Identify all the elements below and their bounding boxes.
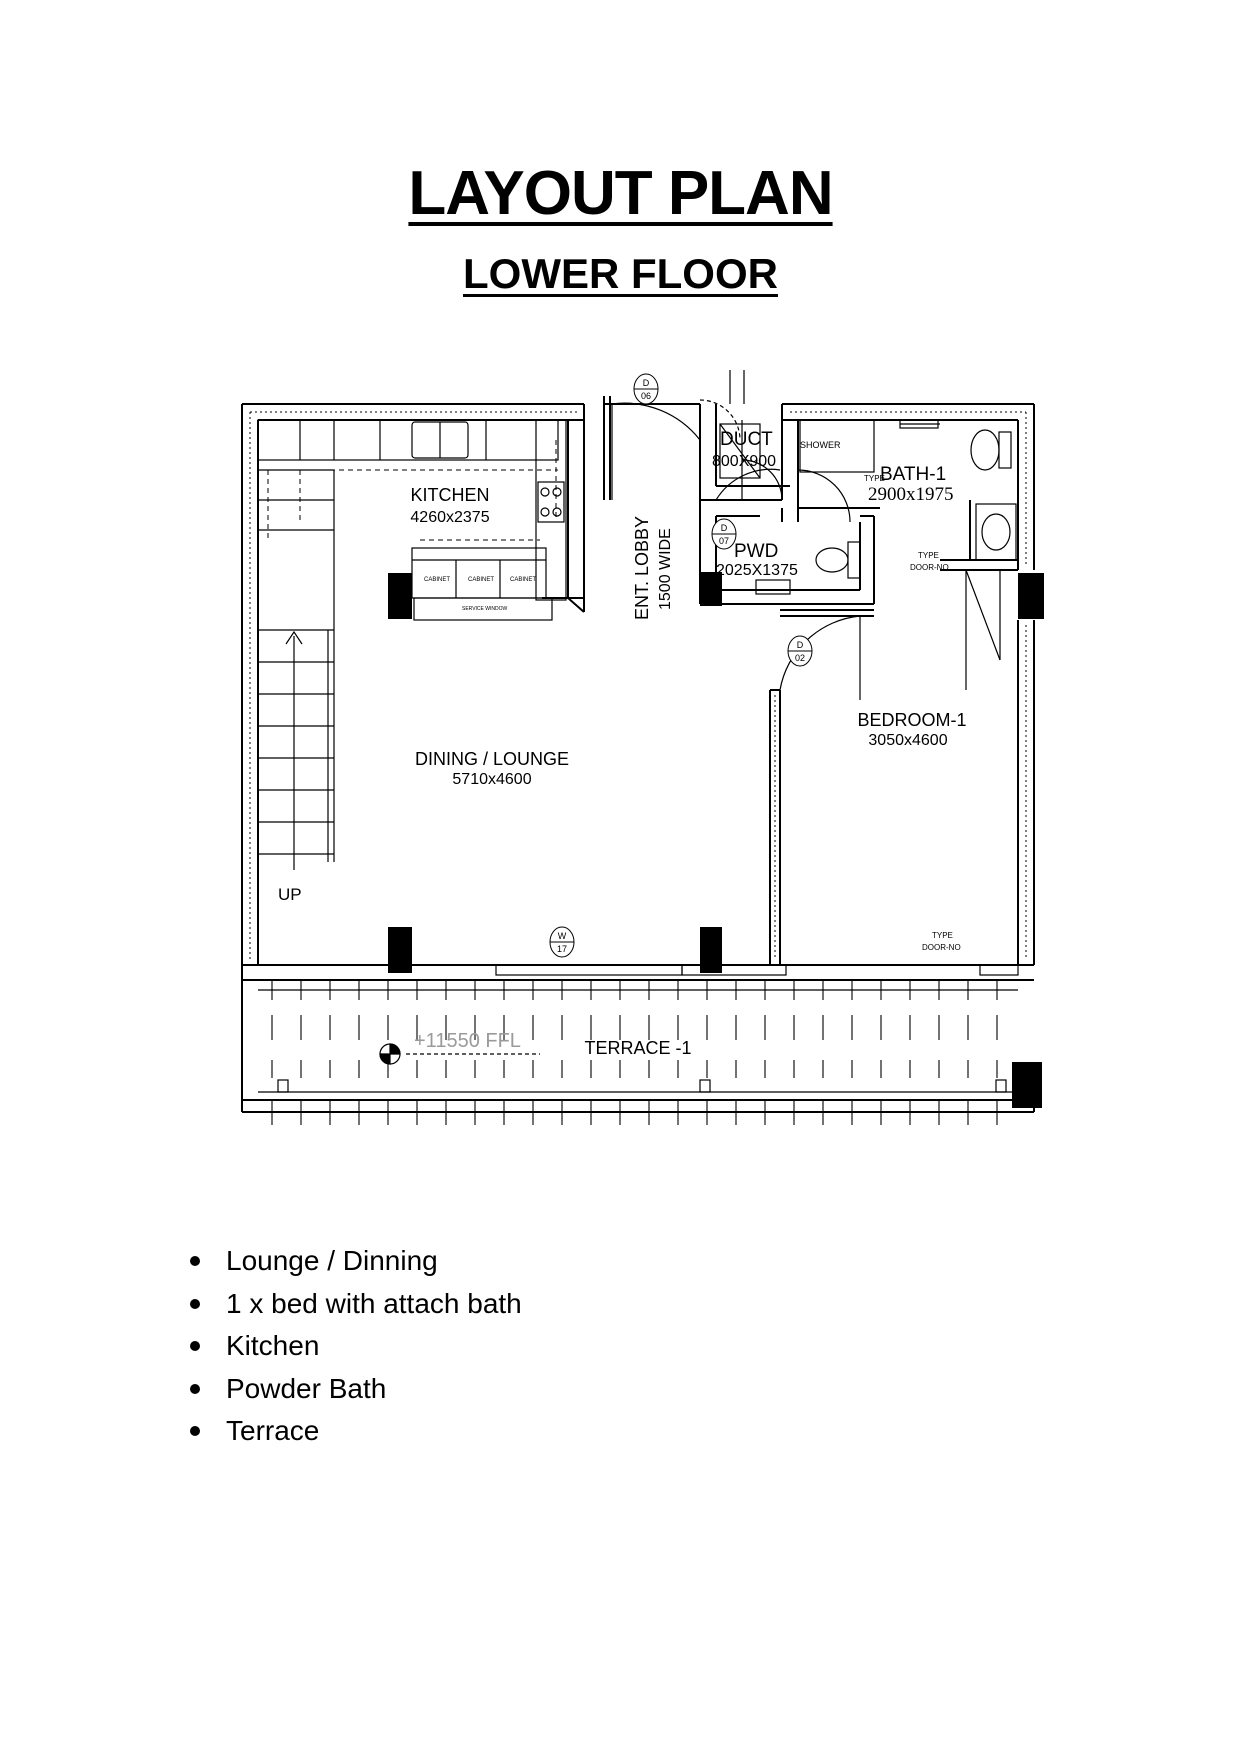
terrace-label: TERRACE -1 [584, 1038, 691, 1058]
door-tag-d02-num: 02 [795, 653, 805, 663]
service-window-label: SERVICE WINDOW [462, 606, 507, 612]
lobby-label: ENT. LOBBY [632, 516, 652, 620]
pwd-label: PWD [734, 541, 778, 562]
bath-label: BATH-1 [880, 464, 946, 485]
page-subtitle: LOWER FLOOR [463, 250, 778, 297]
typ-door-bedroom-bottom-sub: DOOR-NO [922, 943, 961, 952]
feature-item: Terrace [190, 1410, 522, 1453]
door-tag-d02-letter: D [797, 640, 804, 650]
pwd-size: 2025X1375 [716, 562, 798, 579]
duct-size: 800X900 [712, 453, 776, 470]
fixtures [719, 419, 1017, 595]
floor-plan: KITCHEN 4260x2375 ENT. LOBBY 1500 WIDE D… [241, 370, 1044, 1125]
wall-hatch [249, 411, 1027, 960]
page-title: LAYOUT PLAN [408, 159, 833, 228]
bedroom-size: 3050x4600 [868, 732, 947, 749]
feature-item: Kitchen [190, 1325, 522, 1368]
bedroom-label: BEDROOM-1 [857, 710, 966, 730]
door-tag-d06-letter: D [643, 378, 650, 388]
terrace-deck [258, 964, 1019, 1093]
feature-item: 1 x bed with attach bath [190, 1283, 522, 1326]
typ-door-bedroom-bottom: TYPE [932, 931, 953, 940]
window-tag-w17-letter: W [558, 931, 567, 941]
columns [388, 572, 1044, 1108]
typ-door-bedroom-top-sub: DOOR-NO [910, 563, 949, 572]
duct-label: DUCT [720, 429, 773, 450]
terrace-level: +11550 FFL [414, 1030, 521, 1052]
kitchen-label: KITCHEN [410, 485, 489, 505]
cabinet-label-3: CABINET [510, 577, 536, 583]
door-tag-d06-num: 06 [641, 391, 651, 401]
typ-door-bedroom-top: TYPE [918, 551, 939, 560]
lounge-size: 5710x4600 [452, 771, 531, 788]
window-tag-w17-num: 17 [557, 944, 567, 954]
door-tag-d07-letter: D [721, 523, 728, 533]
kitchen-dashed [258, 440, 558, 541]
door-tags [549, 373, 813, 958]
shower-label: SHOWER [800, 440, 841, 450]
cabinet-label-2: CABINET [468, 577, 494, 583]
bath-size: 2900x1975 [868, 484, 954, 505]
cabinet-label-1: CABINET [424, 577, 450, 583]
partition-wall [769, 609, 874, 965]
kitchen-size: 4260x2375 [410, 509, 489, 526]
lounge-label: DINING / LOUNGE [415, 749, 569, 769]
feature-list: Lounge / Dinning 1 x bed with attach bat… [190, 1240, 522, 1453]
staircase [258, 469, 335, 870]
lobby-width: 1500 WIDE [657, 528, 674, 610]
feature-item: Powder Bath [190, 1368, 522, 1411]
feature-item: Lounge / Dinning [190, 1240, 522, 1283]
terrace-slats [271, 980, 998, 1125]
door-tag-d07-num: 07 [719, 536, 729, 546]
stair-up-label: UP [278, 885, 302, 904]
level-marker [379, 1043, 540, 1065]
kitchen-counters [257, 419, 567, 621]
typ-door-bath: TYPE [864, 474, 885, 483]
